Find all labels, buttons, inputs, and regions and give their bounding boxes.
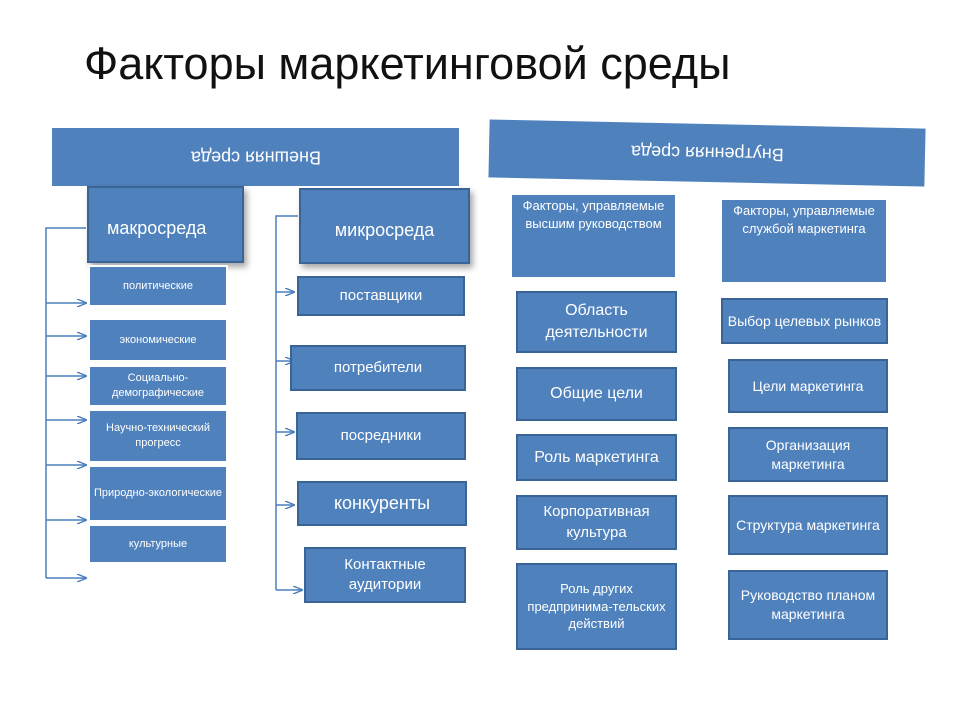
macro-item-natural-ecological: Природно-экологические [88,465,228,522]
micro-header: микросреда [299,188,470,264]
macro-item-cultural: культурные [88,524,228,564]
top-mgmt-item-role-of-marketing: Роль маркетинга [516,434,677,481]
macro-item-scientific-technical: Научно-технический прогресс [88,409,228,463]
page-title: Факторы маркетинговой среды [84,38,731,89]
mkt-item-marketing-structure: Структура маркетинга [728,495,888,555]
mkt-item-marketing-goals: Цели маркетинга [728,359,888,413]
mkt-item-plan-management: Руководство планом маркетинга [728,570,888,640]
macro-header: макросреда [87,186,244,263]
mkt-item-target-markets: Выбор целевых рынков [721,298,888,344]
micro-item-consumers: потребители [290,345,466,391]
top-mgmt-item-general-goals: Общие цели [516,367,677,421]
micro-item-suppliers: поставщики [297,276,465,316]
top-management-header: Факторы, управляемые высшим руководством [512,195,675,277]
micro-bracket-line [275,215,298,590]
marketing-service-header: Факторы, управляемые службой маркетинга [722,200,886,282]
mkt-item-marketing-organization: Организация маркетинга [728,427,888,482]
external-environment-banner: Внешняя среда [52,128,459,186]
micro-item-intermediaries: посредники [296,412,466,460]
top-mgmt-item-field-of-activity: Область деятельности [516,291,677,353]
macro-item-sociodemographic: Социально-демографические [88,365,228,407]
macro-bracket-line [45,227,86,578]
micro-item-competitors: конкуренты [297,481,467,526]
micro-item-contact-audiences: Контактные аудитории [304,547,466,603]
macro-item-economic: экономические [88,318,228,362]
macro-item-political: политические [88,265,228,307]
top-mgmt-item-other-business: Роль других предпринима-тельских действи… [516,563,677,650]
top-mgmt-item-corporate-culture: Корпоративная культура [516,495,677,550]
